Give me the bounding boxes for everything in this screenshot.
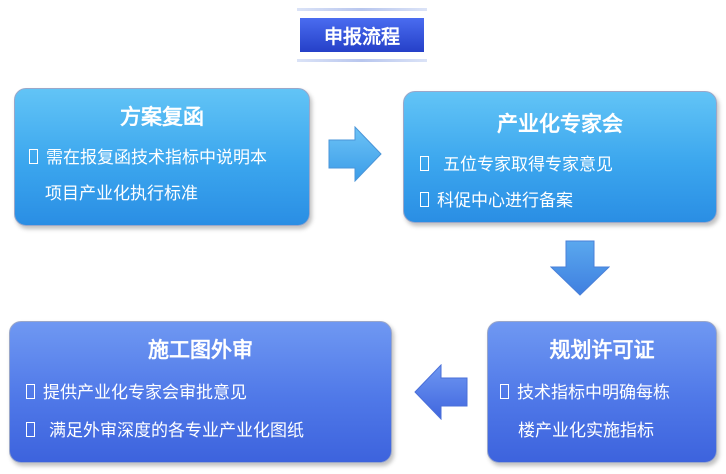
step-item: 五位专家取得专家意见 bbox=[420, 150, 613, 180]
step-heading: 规划许可证 bbox=[549, 337, 655, 362]
arrow-left-icon bbox=[414, 364, 468, 420]
step-heading: 方案复函 bbox=[120, 104, 204, 129]
step-item: 满足外审深度的各专业产业化图纸 bbox=[26, 416, 304, 446]
bullet-icon bbox=[420, 192, 429, 207]
bullet-icon bbox=[26, 422, 35, 437]
step-item-continued: 楼产业化实施指标 bbox=[518, 421, 654, 441]
title-block: 申报流程 bbox=[297, 8, 427, 62]
step-item-continued: 项目产业化执行标准 bbox=[45, 184, 198, 204]
arrow-down-icon bbox=[550, 240, 610, 296]
step-heading: 施工图外审 bbox=[148, 337, 253, 362]
step-item: 技术指标中明确每栋 bbox=[500, 378, 670, 408]
step-box-drawing-review: 施工图外审 提供产业化专家会审批意见 满足外审深度的各专业产业化图纸 bbox=[9, 321, 392, 463]
step-item: 需在报复函技术指标中说明本 bbox=[29, 143, 267, 173]
step-item: 科促中心进行备案 bbox=[420, 186, 573, 216]
step-box-planning-permit: 规划许可证 技术指标中明确每栋 楼产业化实施指标 bbox=[487, 321, 717, 463]
step-heading: 产业化专家会 bbox=[497, 111, 623, 136]
title-bottom-rule bbox=[297, 59, 427, 62]
arrow-right-icon bbox=[328, 126, 382, 182]
step-box-plan-reply: 方案复函 需在报复函技术指标中说明本 项目产业化执行标准 bbox=[14, 88, 310, 226]
bullet-icon bbox=[29, 149, 38, 164]
bullet-icon bbox=[420, 156, 429, 171]
step-item: 提供产业化专家会审批意见 bbox=[26, 378, 247, 408]
bullet-icon bbox=[500, 384, 509, 399]
step-box-expert-meeting: 产业化专家会 五位专家取得专家意见 科促中心进行备案 bbox=[403, 91, 717, 223]
page-title: 申报流程 bbox=[300, 18, 424, 52]
bullet-icon bbox=[26, 384, 35, 399]
title-top-rule bbox=[297, 8, 427, 11]
